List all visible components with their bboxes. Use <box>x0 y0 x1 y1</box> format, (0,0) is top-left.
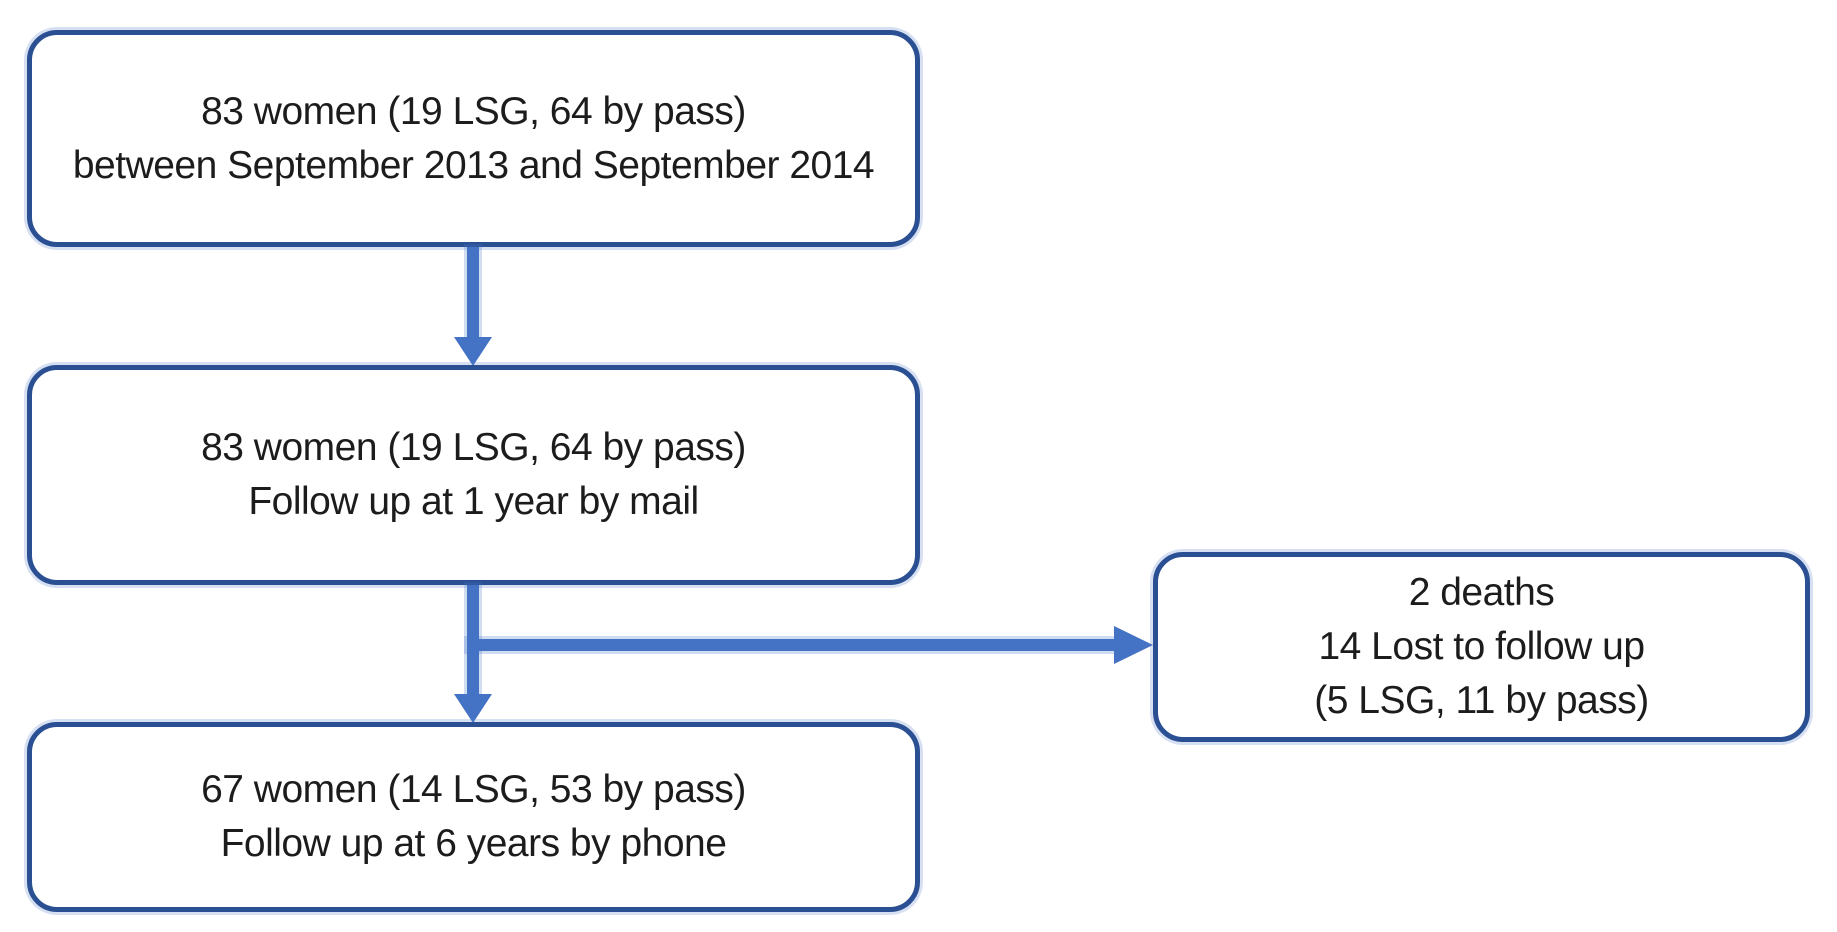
box-followup-1-year-text: 83 women (19 LSG, 64 by pass) Follow up … <box>32 421 915 529</box>
box-enrollment-text: 83 women (19 LSG, 64 by pass) between Se… <box>32 85 915 193</box>
box-attrition-text: 2 deaths 14 Lost to follow up (5 LSG, 11… <box>1158 566 1805 727</box>
box-followup-1-year-line2: Follow up at 1 year by mail <box>248 480 699 523</box>
arrow-enrollment-to-followup1 <box>467 247 479 339</box>
box-attrition-line1: 2 deaths <box>1408 571 1555 615</box>
arrowhead-down-icon <box>454 337 492 366</box>
box-attrition: 2 deaths 14 Lost to follow up (5 LSG, 11… <box>1153 552 1810 742</box>
box-followup-6-years-line1: 67 women (14 LSG, 53 by pass) <box>201 768 746 812</box>
box-followup-6-years-text: 67 women (14 LSG, 53 by pass) Follow up … <box>32 763 915 871</box>
box-attrition-line3: (5 LSG, 11 by pass) <box>1314 678 1649 722</box>
box-followup-6-years: 67 women (14 LSG, 53 by pass) Follow up … <box>27 722 920 912</box>
box-followup-1-year: 83 women (19 LSG, 64 by pass) Follow up … <box>27 365 920 585</box>
arrowhead-right-icon <box>1114 626 1153 664</box>
box-followup-6-years-line2: Follow up at 6 years by phone <box>220 822 727 865</box>
box-enrollment: 83 women (19 LSG, 64 by pass) between Se… <box>27 30 920 247</box>
arrowhead-down-icon <box>454 694 492 723</box>
box-enrollment-line2: between September 2013 and September 201… <box>72 143 875 187</box>
arrow-branch-to-attrition <box>467 639 1115 651</box>
box-attrition-line2: 14 Lost to follow up <box>1318 625 1645 669</box>
box-enrollment-line1: 83 women (19 LSG, 64 by pass) <box>201 89 746 133</box>
box-followup-1-year-line1: 83 women (19 LSG, 64 by pass) <box>201 426 746 470</box>
